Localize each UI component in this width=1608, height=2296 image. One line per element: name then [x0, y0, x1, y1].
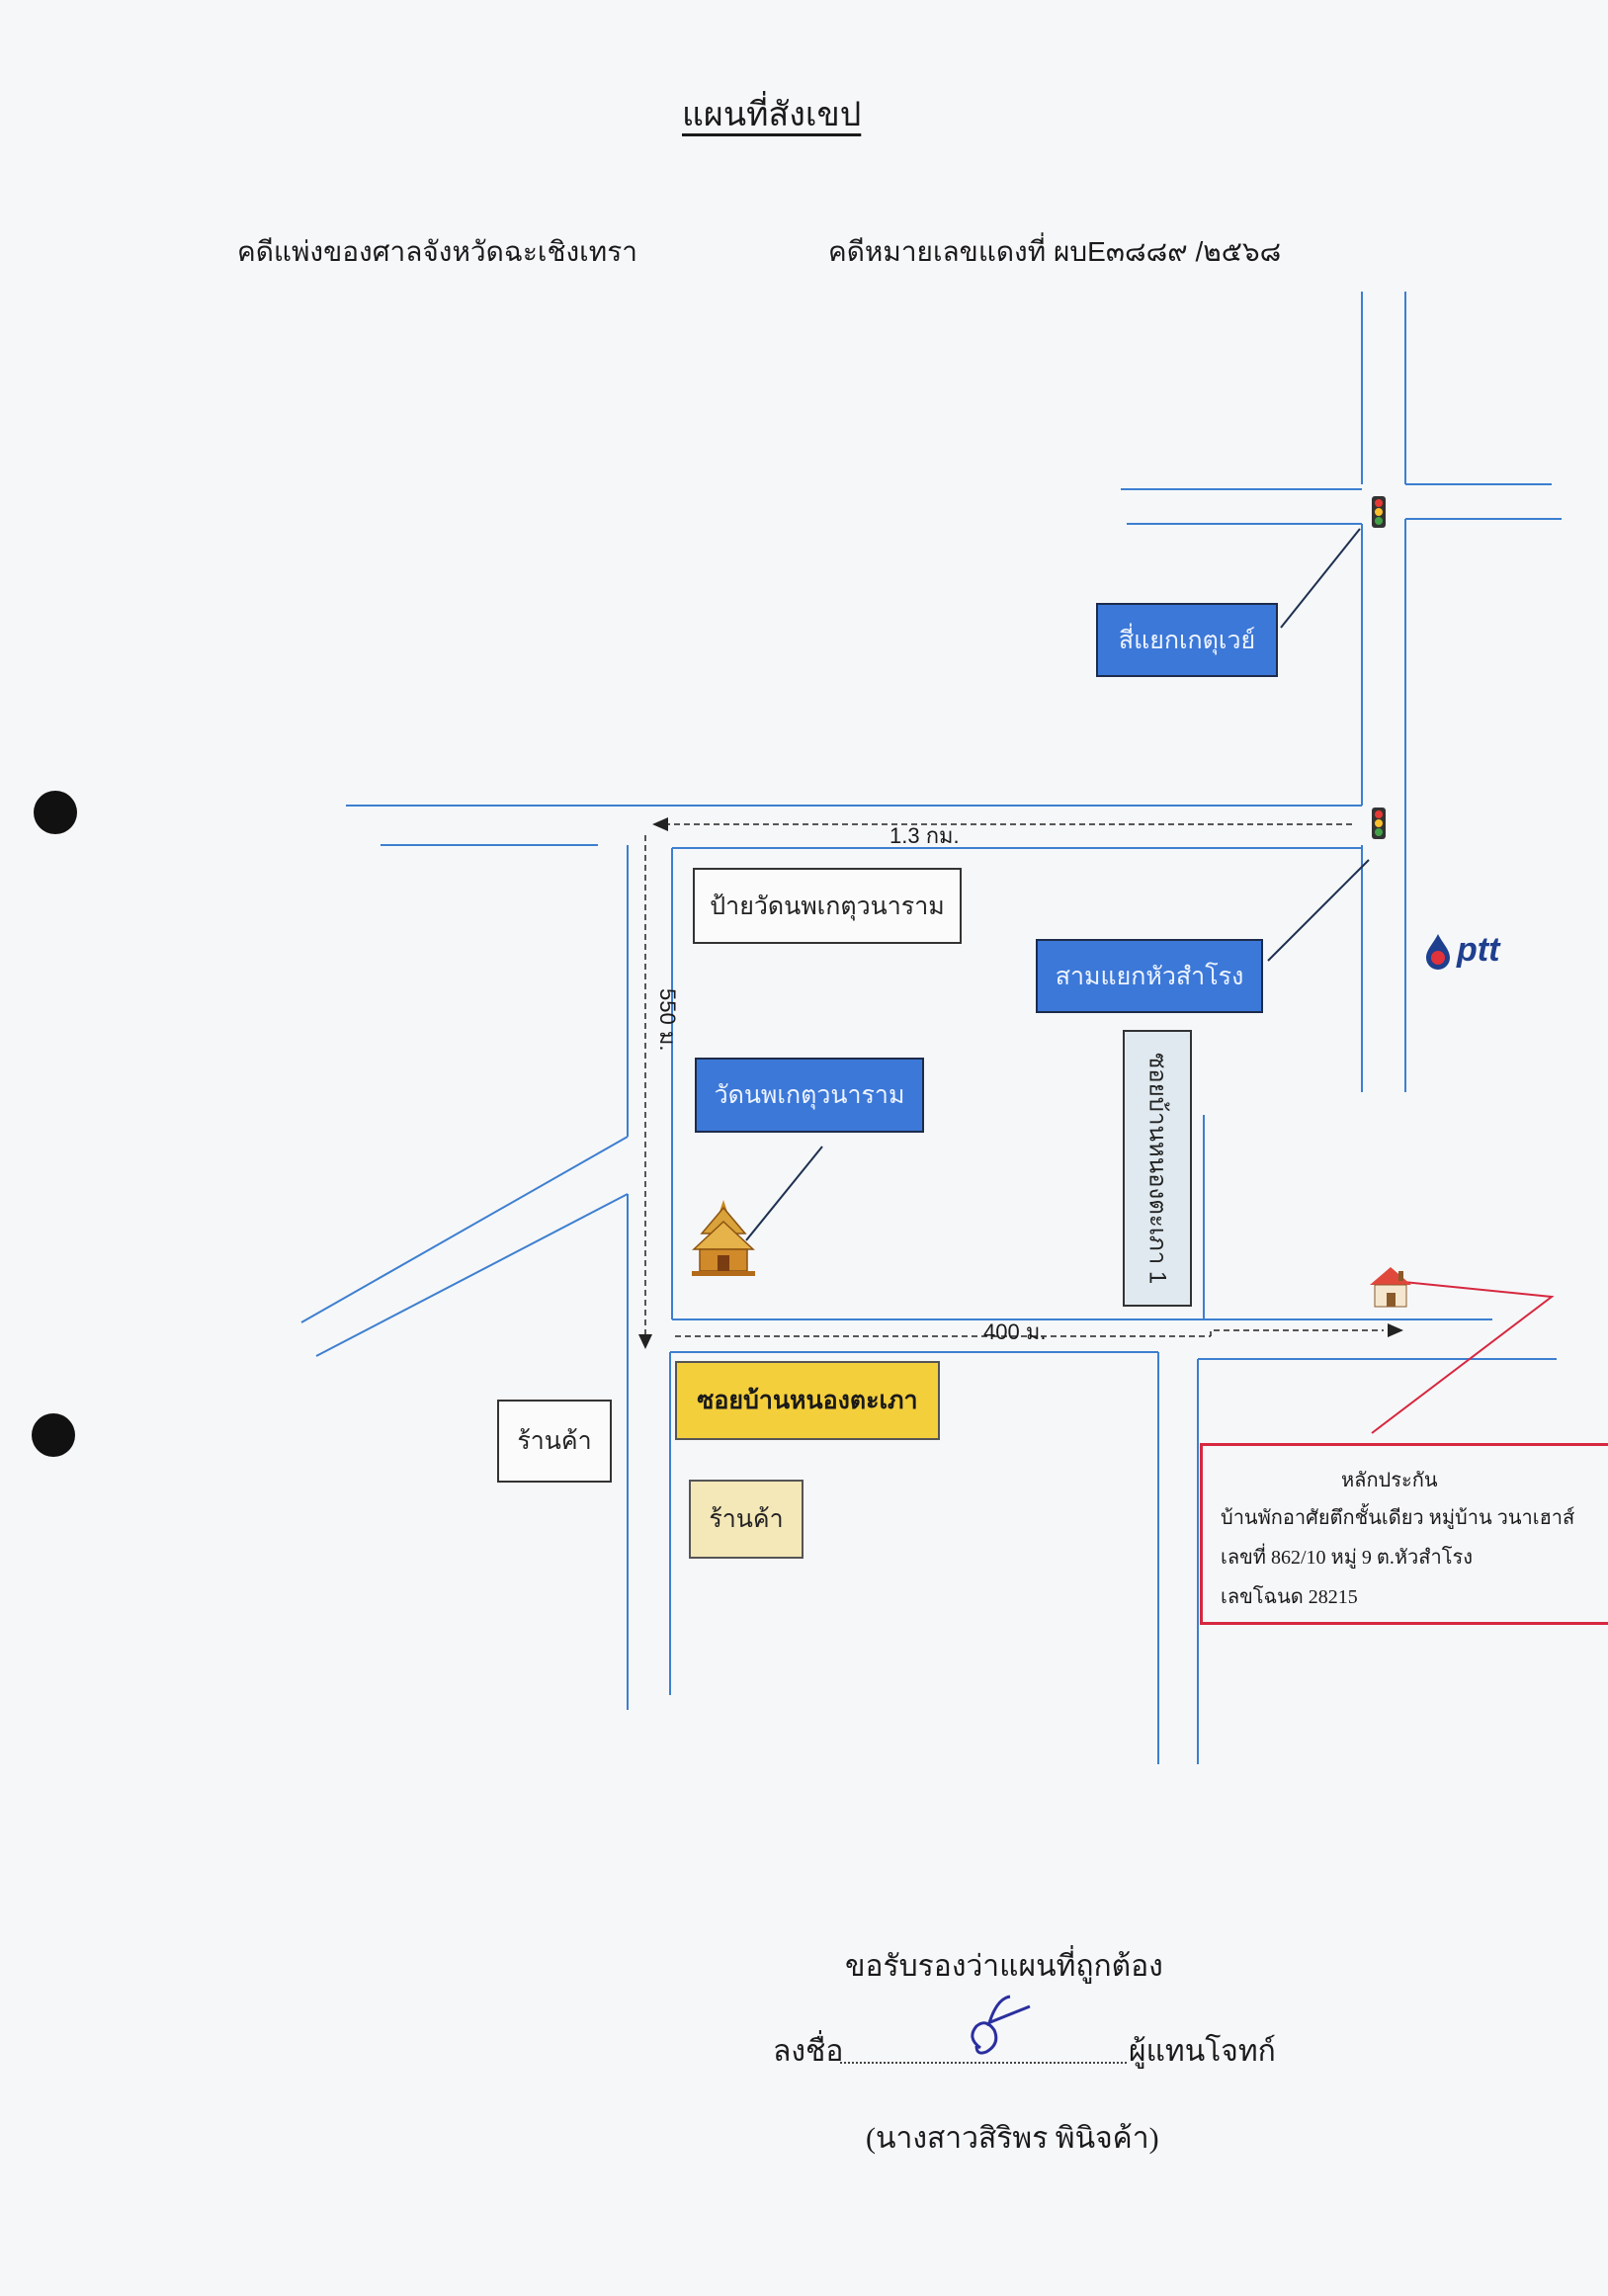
traffic-light-icon: [1372, 496, 1386, 528]
distance-arrows: [644, 823, 1384, 1337]
roads: [300, 292, 1562, 1764]
leader-gateway: [1280, 528, 1361, 629]
leader-temple: [745, 1146, 823, 1241]
ptt-logo: ptt: [1423, 931, 1499, 970]
traffic-light-icon: [1372, 808, 1386, 839]
road-line: [300, 1136, 629, 1323]
distance-bottom: 400 ม.: [983, 1319, 1047, 1344]
arrow-head-down: [638, 1334, 652, 1349]
punch-hole-bottom: [32, 1413, 75, 1457]
collateral-heading: หลักประกัน: [1341, 1470, 1438, 1491]
court-name: คดีแพ่งของศาลจังหวัดฉะเชิงเทรา: [237, 236, 637, 267]
label-soi-nong-takhao: ซอยบ้านหนองตะเภา: [675, 1361, 940, 1440]
collateral-leader: [1371, 1281, 1555, 1434]
label-shop-center: ร้านค้า: [689, 1480, 804, 1559]
temple-icon: [692, 1200, 755, 1276]
label-temple-sign: ป้ายวัดนพเกตุวนาราม: [693, 868, 962, 944]
collateral-line-3: เลขโฉนด 28215: [1221, 1586, 1358, 1608]
leader-junction: [1267, 859, 1370, 962]
signature-line: [840, 2062, 1127, 2064]
signature-label: ลงชื่อ: [773, 2035, 844, 2068]
road-line: [315, 1193, 629, 1357]
case-number: คดีหมายเลขแดงที่ ผบE๓๘๘๙ /๒๕๖๘: [828, 236, 1282, 267]
leader-lines: [745, 528, 1370, 1241]
label-shop-left: ร้านค้า: [497, 1400, 612, 1483]
signature-role: ผู้แทนโจทก์: [1129, 2035, 1276, 2068]
collateral-line-1: บ้านพักอาศัยตึกชั้นเดียว หมู่บ้าน วนาเฮา…: [1221, 1507, 1575, 1529]
signature-mark: [971, 1995, 1031, 2055]
distance-top: 1.3 กม.: [889, 823, 960, 848]
label-hua-samrong-junction: สามแยกหัวสำโรง: [1036, 939, 1263, 1013]
signer-name: (นางสาวสิริพร พินิจค้า): [866, 2122, 1159, 2155]
house-icon: [1370, 1267, 1411, 1308]
collateral-box: หลักประกัน บ้านพักอาศัยตึกชั้นเดียว หมู่…: [1200, 1443, 1608, 1625]
certification-statement: ขอรับรองว่าแผนที่ถูกต้อง: [845, 1950, 1163, 1983]
label-gateway-intersection: สี่แยกเกตุเวย์: [1096, 603, 1278, 677]
ptt-wordmark: ptt: [1457, 931, 1500, 969]
punch-hole-top: [34, 791, 77, 834]
label-soi-nong-takhao-1: ซอยบ้านหนองตะเภา 1: [1123, 1030, 1192, 1307]
ptt-drop-icon: [1426, 933, 1450, 970]
label-temple: วัดนพเกตุวนาราม: [695, 1058, 924, 1133]
page-title: แผนที่สังเขป: [682, 97, 862, 133]
arrow-head-left: [652, 817, 668, 831]
red-leader-line: [1371, 1281, 1555, 1434]
distance-vertical: 550 ม.: [655, 988, 680, 1052]
arrow-head-right: [1388, 1323, 1403, 1337]
collateral-line-2: เลขที่ 862/10 หมู่ 9 ต.หัวสำโรง: [1221, 1547, 1473, 1569]
